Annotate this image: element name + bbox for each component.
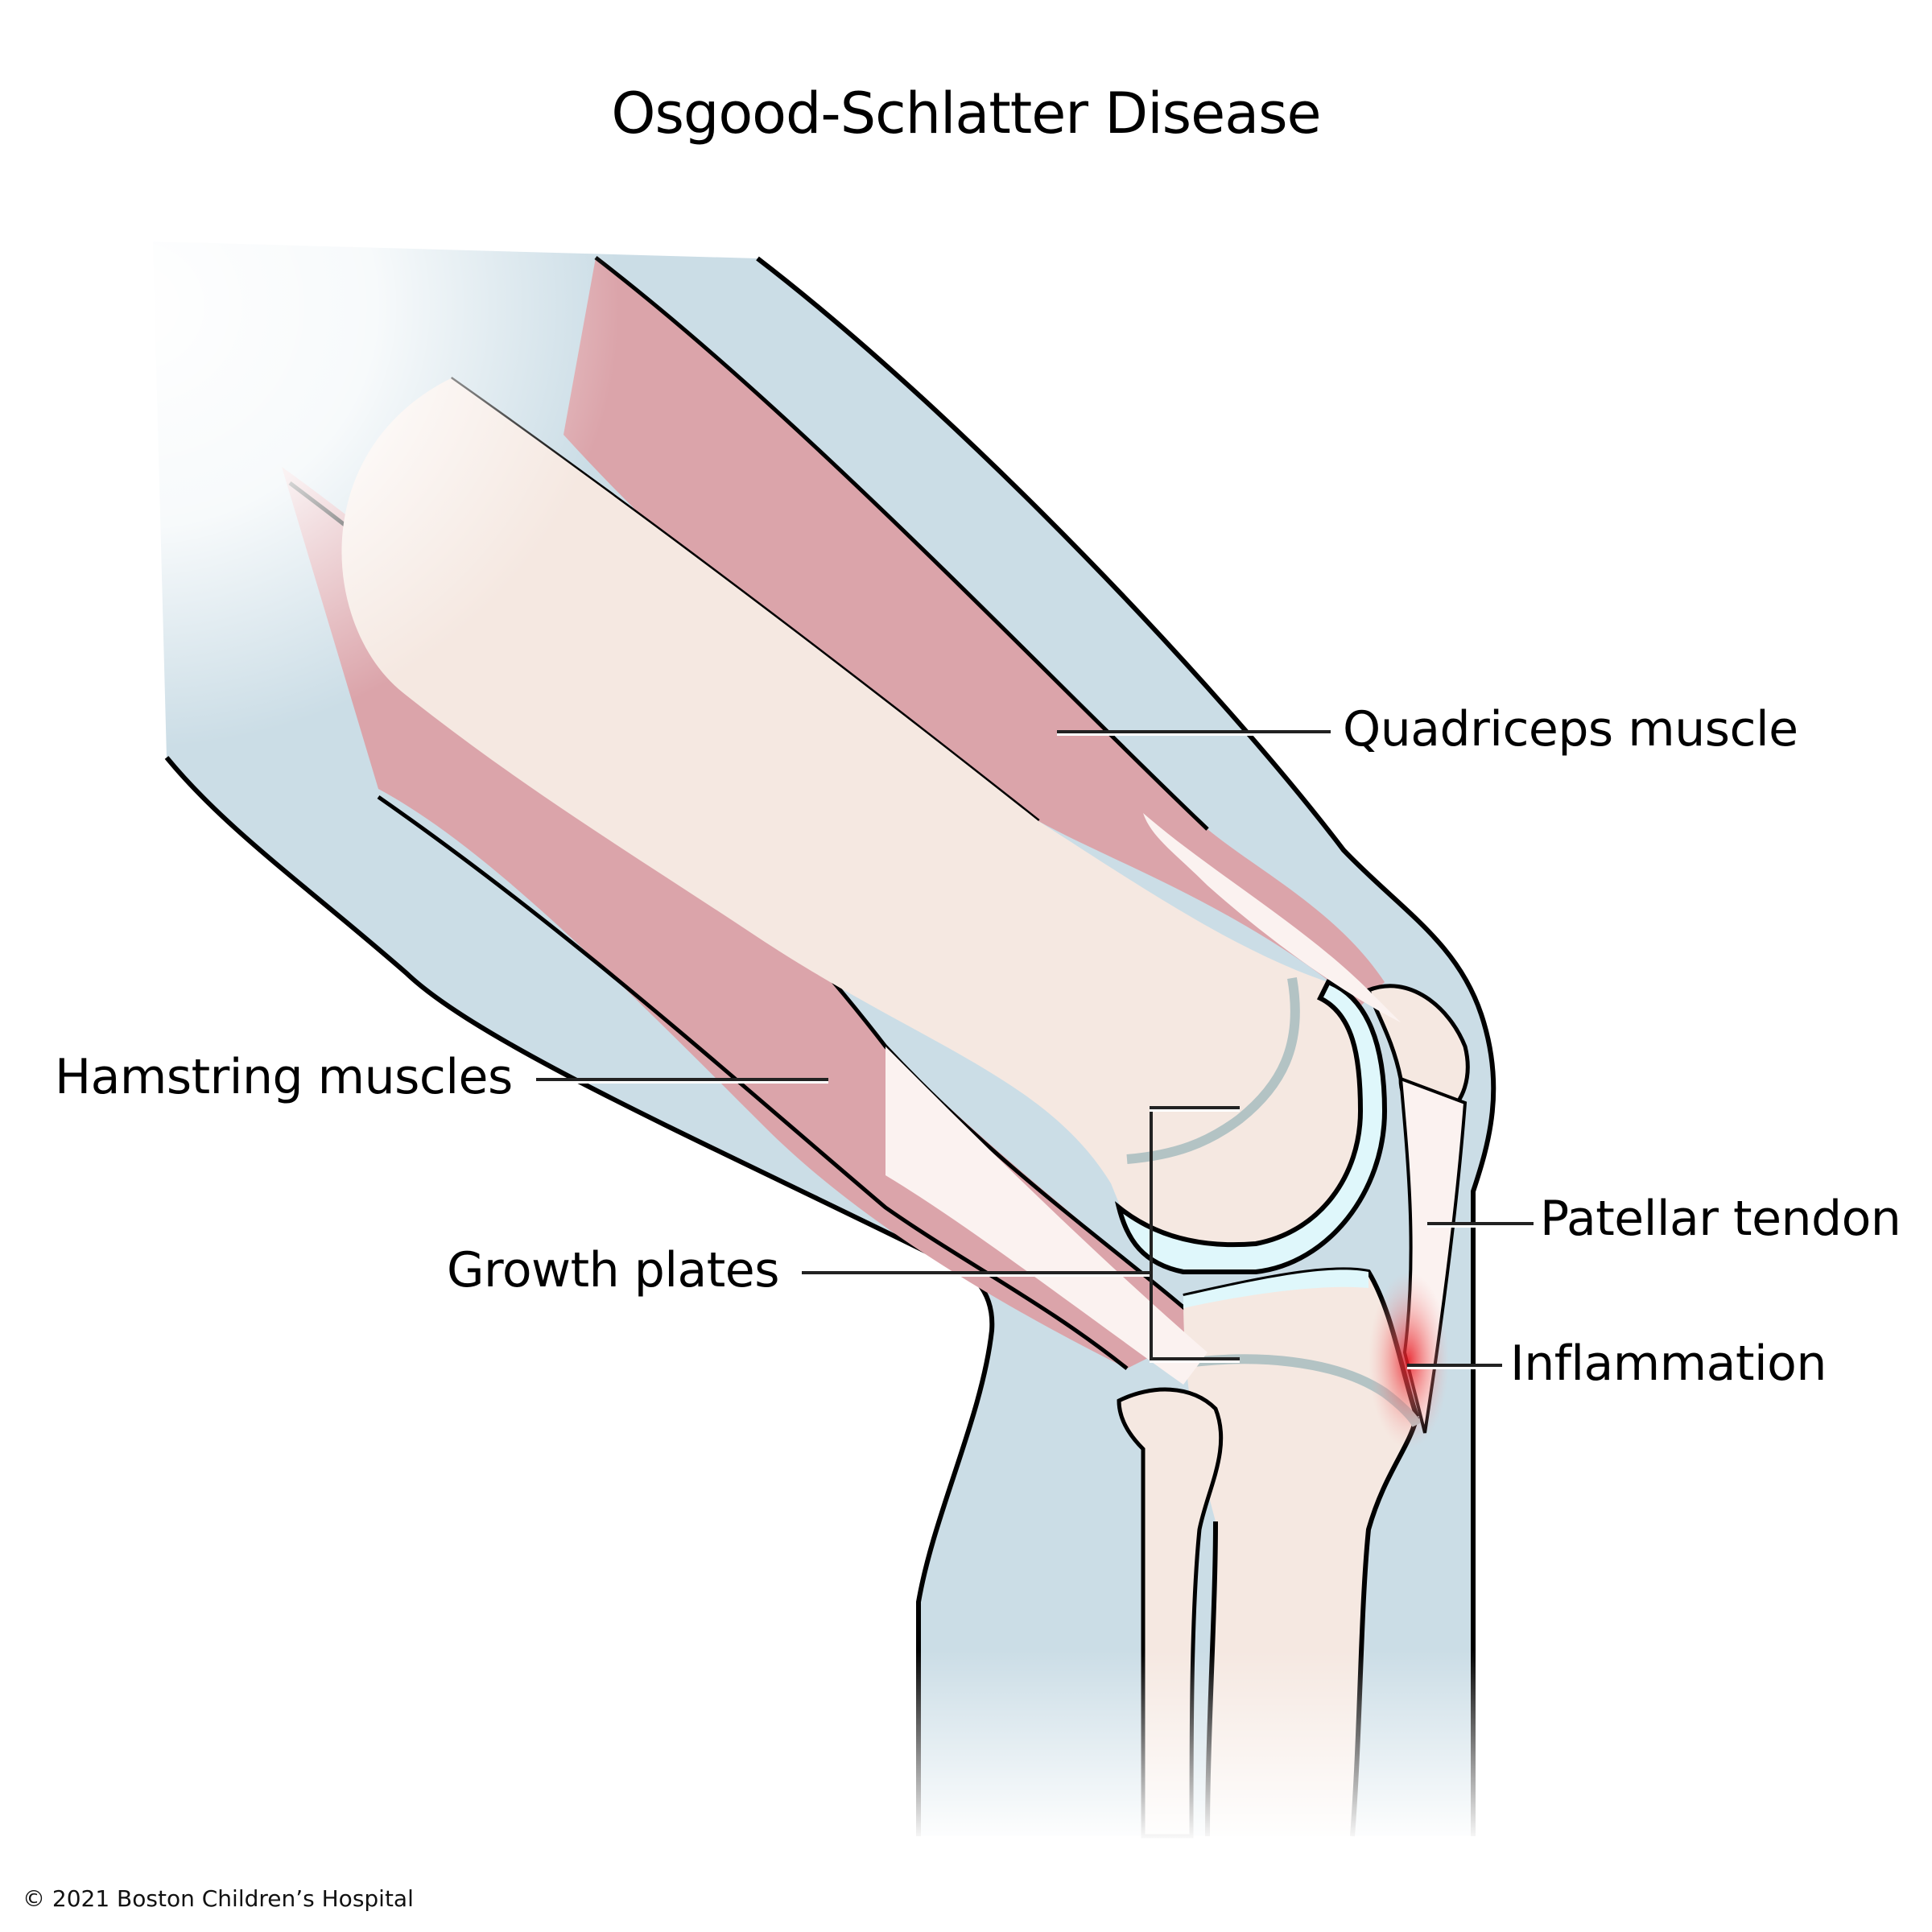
growth-plates-leader-line bbox=[802, 1271, 1153, 1277]
inflammation-leader-line bbox=[1407, 1364, 1502, 1369]
hamstring-label: Hamstring muscles bbox=[55, 1049, 513, 1105]
quadriceps-label: Quadriceps muscle bbox=[1343, 701, 1798, 758]
growth-plates-bracket-top bbox=[1150, 1106, 1240, 1112]
hamstring-leader-line bbox=[536, 1078, 828, 1084]
copyright-notice: © 2021 Boston Children’s Hospital bbox=[23, 1885, 414, 1912]
growth-plates-label: Growth plates bbox=[447, 1242, 779, 1298]
quadriceps-leader-line bbox=[1057, 730, 1331, 736]
patellar-tendon-leader-line bbox=[1427, 1222, 1534, 1228]
quadriceps-tendon bbox=[1143, 813, 1401, 1022]
patellar-tendon-label: Patellar tendon bbox=[1540, 1191, 1901, 1247]
femur-growth-plate bbox=[1126, 976, 1300, 1164]
growth-plates-bracket-bottom bbox=[1150, 1357, 1240, 1363]
growth-plates-bracket bbox=[1150, 1106, 1153, 1360]
diagram-title: Osgood-Schlatter Disease bbox=[611, 80, 1321, 147]
inflammation-area bbox=[1368, 1272, 1449, 1449]
femur-cartilage bbox=[1114, 979, 1388, 1274]
inflammation-label: Inflammation bbox=[1510, 1335, 1827, 1392]
hamstring-tendons bbox=[886, 1046, 1208, 1385]
